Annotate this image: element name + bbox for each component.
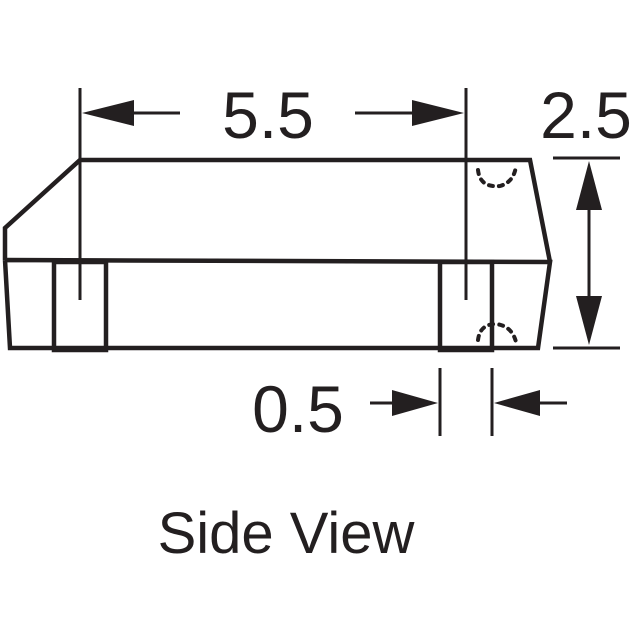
length-arrow-left xyxy=(82,100,134,126)
terminal-arrow-right xyxy=(494,390,540,416)
length-dimension: 5.5 xyxy=(78,78,468,296)
height-arrow-up xyxy=(576,161,602,210)
terminal-width-dimension: 0.5 xyxy=(252,368,567,446)
body-lower-outline xyxy=(2,257,553,351)
terminal-arrow-left xyxy=(392,390,438,416)
caption: Side View xyxy=(158,501,416,566)
hidden-contour-bottom xyxy=(476,321,518,344)
height-arrow-down xyxy=(576,296,602,345)
component-body xyxy=(2,157,553,351)
terminal-width-label: 0.5 xyxy=(252,372,344,446)
hidden-contour-top xyxy=(476,164,518,189)
height-label: 2.5 xyxy=(540,78,632,152)
body-top-outline xyxy=(2,157,553,263)
length-arrow-right xyxy=(412,100,464,126)
height-dimension: 2.5 xyxy=(540,78,632,350)
length-label: 5.5 xyxy=(222,78,314,152)
